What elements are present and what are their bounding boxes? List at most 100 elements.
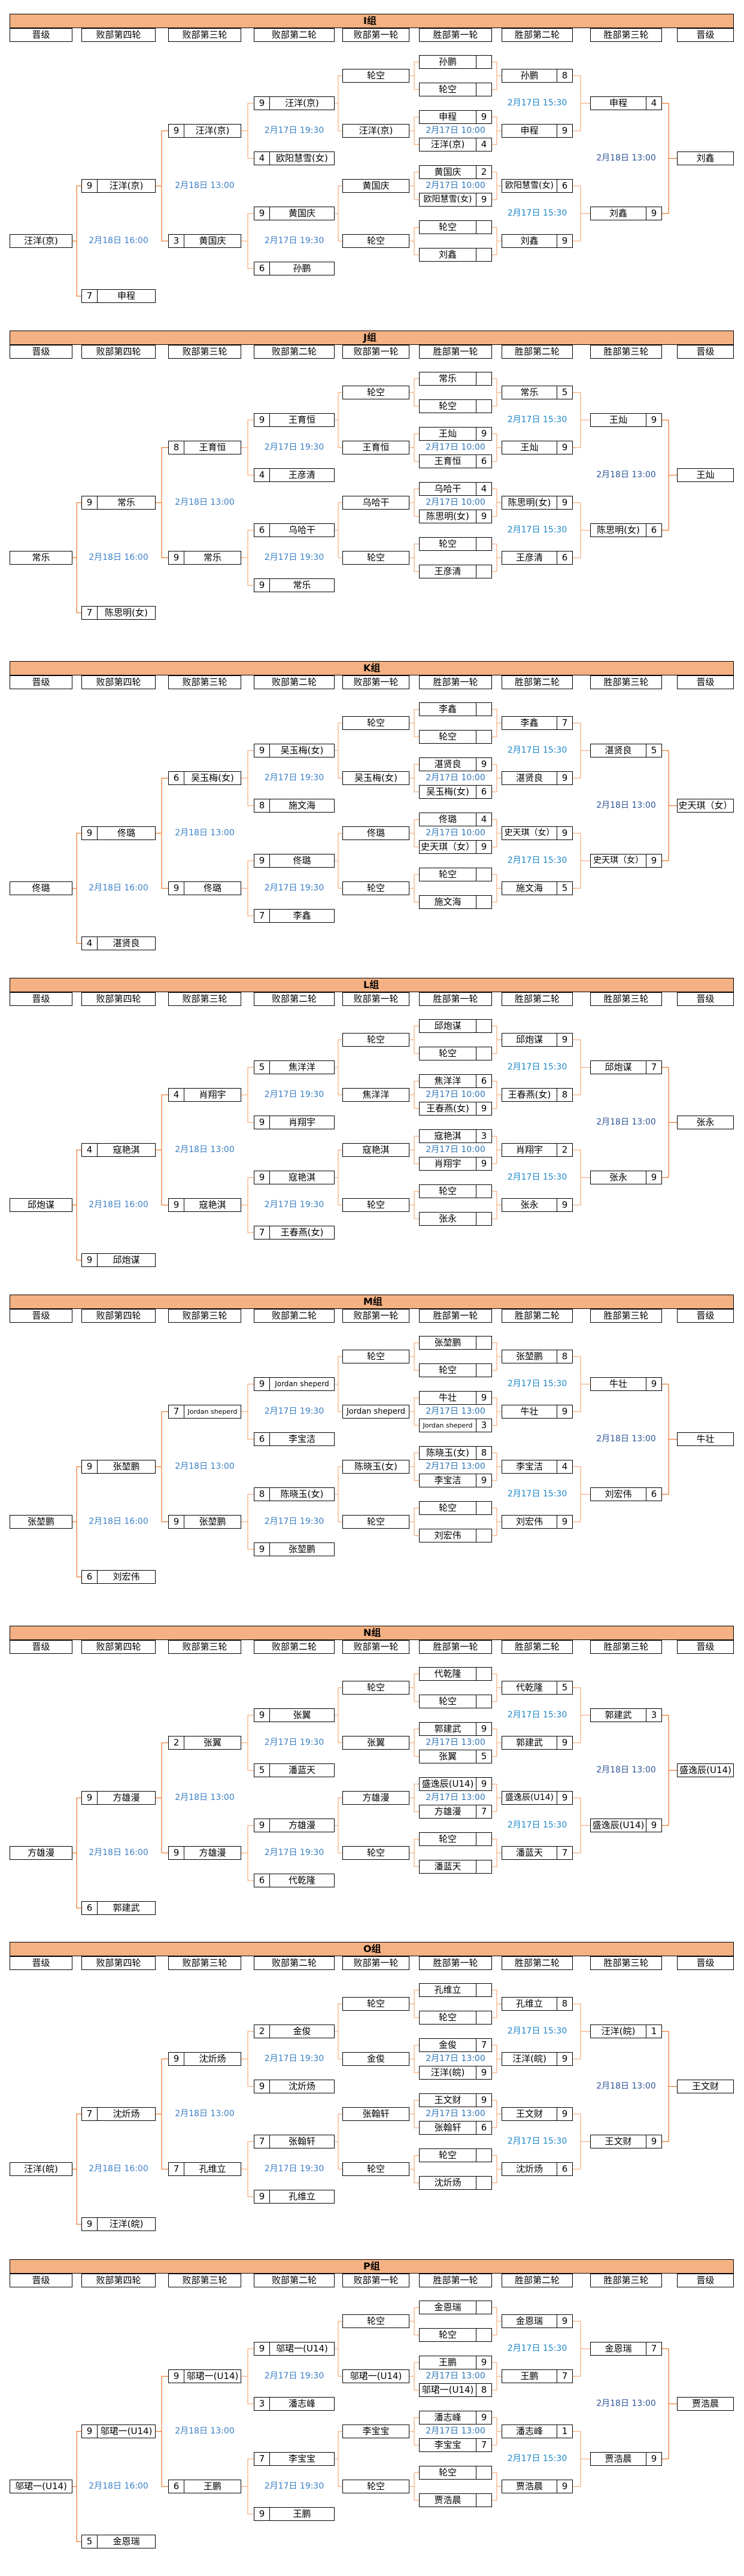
winners-r1-slot: 轮空: [419, 2011, 492, 2025]
player-name: 张堃鹏: [515, 1351, 543, 1362]
connector-line: [335, 722, 342, 779]
column-header: 胜部第一轮: [419, 1640, 492, 1654]
connector-line: [241, 2458, 254, 2515]
player-name: 黄国庆: [362, 180, 390, 191]
score-cell: 5: [254, 1764, 270, 1777]
match-time: 2月17日 19:30: [264, 1090, 324, 1099]
score-cell: 9: [646, 414, 661, 426]
column-header: 败部第四轮: [81, 345, 156, 359]
player-name: 邬珺一(U14): [421, 2384, 474, 2395]
player-name: 王灿: [520, 442, 539, 453]
connector-line: [662, 1066, 677, 1178]
player-name: 李宝洁: [288, 1434, 315, 1444]
connector-line: [409, 2154, 419, 2184]
score-cell: 9: [476, 1723, 491, 1735]
score-cell: [476, 868, 491, 881]
match-time: 2月17日 19:30: [264, 2054, 324, 2063]
match-time: 2月18日 16:00: [89, 883, 148, 893]
player-name: 王彦清: [515, 552, 543, 563]
column-header: 败部第二轮: [254, 2274, 335, 2287]
winners-r3-slot: 陈思明(女)6: [590, 523, 662, 537]
score-cell: [476, 1860, 491, 1873]
connector-line: [492, 2417, 502, 2446]
connector-line: [492, 1080, 502, 1110]
connector-line: [409, 1783, 419, 1813]
score-cell: 2: [169, 1736, 184, 1749]
score-cell: 5: [476, 1750, 491, 1763]
column-header: 晋级: [677, 1956, 734, 1970]
connector-line: [241, 1825, 254, 1881]
player-name: 沈炘炀: [434, 2177, 461, 2188]
winners-r1-slot: 轮空: [419, 730, 492, 744]
score-cell: 9: [557, 2480, 572, 2493]
score-cell: [476, 372, 491, 385]
player-name: 常乐: [293, 580, 311, 590]
score-cell: 8: [557, 69, 572, 82]
connector-line: [241, 529, 254, 586]
score-cell: 9: [169, 125, 184, 137]
player-name: 刘宏伟: [113, 1571, 140, 1582]
score-cell: 9: [254, 744, 270, 757]
connector-line: [72, 1149, 81, 1261]
match-time: 2月17日 15:30: [507, 2136, 567, 2146]
connector-line: [241, 1177, 254, 1234]
player-name: 金俊: [438, 2039, 457, 2050]
score-cell: 3: [476, 1419, 491, 1432]
player-name: 施文海: [288, 800, 315, 811]
score-cell: 9: [82, 496, 98, 509]
score-cell: 7: [82, 290, 98, 302]
score-cell: 8: [254, 799, 270, 812]
player-name: 寇艳淇: [434, 1131, 461, 1141]
connector-line: [409, 116, 419, 146]
score-cell: 9: [646, 1171, 661, 1184]
match-time: 2月17日 15:30: [507, 1172, 567, 1182]
player-name: 李宝洁: [515, 1461, 543, 1472]
match-time: 2月17日 10:00: [426, 828, 485, 838]
column-header: 晋级: [677, 2274, 734, 2287]
player-name: 汪洋(皖): [430, 2067, 465, 2078]
score-cell: 6: [476, 786, 491, 798]
match-time: 2月18日 13:00: [175, 1145, 235, 1154]
group-header-bar: I组: [10, 14, 734, 28]
connector-line: [72, 2430, 81, 2542]
player-name: 轮空: [366, 1351, 385, 1362]
column-header: 胜部第二轮: [502, 2274, 573, 2287]
score-cell: 9: [254, 207, 270, 220]
losers-r1-slot: 轮空: [342, 1350, 409, 1363]
player-name: 轮空: [438, 84, 457, 95]
score-cell: 9: [476, 1102, 491, 1115]
player-name: 邱炮谋: [434, 1020, 461, 1031]
player-name: 张堃鹏: [27, 1516, 54, 1527]
score-cell: [476, 248, 491, 261]
connector-line: [492, 2307, 502, 2336]
player-name: Jordan sheperd: [275, 1380, 329, 1388]
player-name: 肖翔宇: [199, 1089, 226, 1100]
score-cell: 9: [557, 1736, 572, 1749]
score-cell: 9: [557, 2053, 572, 2065]
column-header: 败部第一轮: [342, 1309, 409, 1323]
match-time: 2月17日 15:30: [507, 208, 567, 218]
connector-line: [492, 2362, 502, 2391]
losers-qualifier: 方雄漫: [10, 1846, 72, 1860]
player-name: 乌哈干: [362, 497, 390, 508]
connector-line: [662, 1714, 677, 1826]
connector-line: [409, 708, 419, 738]
match-time: 2月18日 13:00: [596, 153, 656, 163]
player-name: 轮空: [438, 538, 457, 549]
connector-line: [492, 2154, 502, 2184]
match-time: 2月17日 15:30: [507, 525, 567, 535]
connector-line: [409, 543, 419, 572]
